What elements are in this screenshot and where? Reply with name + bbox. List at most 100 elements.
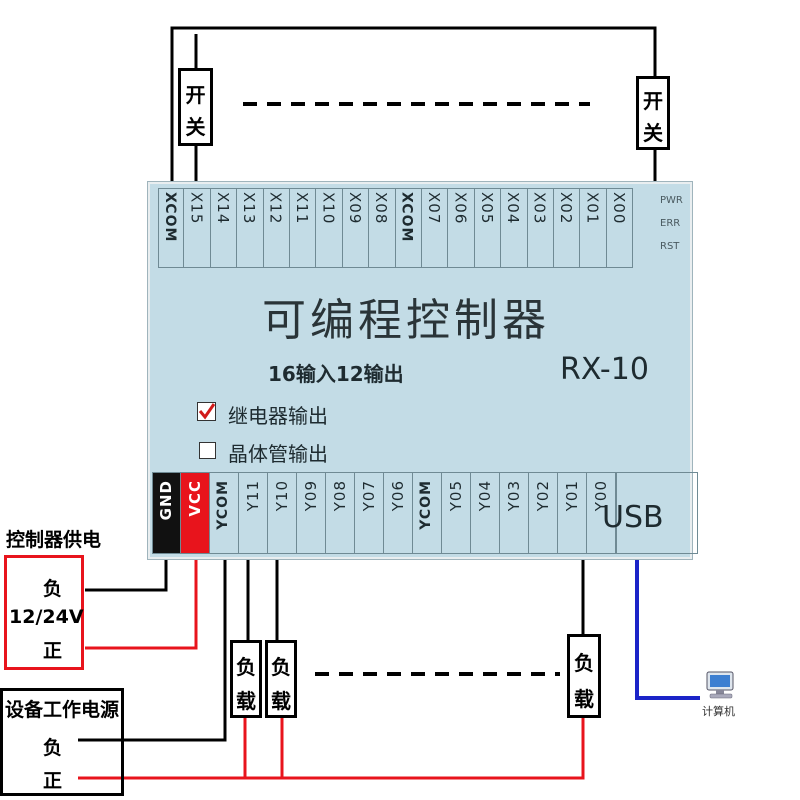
switch-left-char2: 关 <box>185 115 206 139</box>
bottom-terminal-label: Y03 <box>505 480 523 512</box>
top-terminal-label: X01 <box>583 192 602 225</box>
bottom-terminal-label: Y07 <box>360 480 378 512</box>
power-neg-label: 负 <box>43 578 63 600</box>
top-terminal: X01 <box>580 188 607 268</box>
bottom-terminal: Y07 <box>355 472 384 554</box>
bottom-terminal: GND <box>152 472 181 554</box>
top-terminal-label: X04 <box>504 192 523 225</box>
controller-power-box: 负 12/24V 正 <box>4 555 84 670</box>
bottom-terminal-label: Y06 <box>389 480 407 512</box>
plc-io-spec: 16输入12输出 <box>268 362 404 386</box>
wire-vcc <box>85 555 198 650</box>
plc-title: 可编程控制器 <box>262 295 550 346</box>
top-terminal: X12 <box>264 188 290 268</box>
top-terminal: X13 <box>237 188 264 268</box>
top-terminal-label: X11 <box>293 192 311 225</box>
computer-icon <box>704 670 736 700</box>
wire-device-pos <box>78 716 585 780</box>
top-terminal: X14 <box>211 188 238 268</box>
load-1-char1: 负 <box>236 655 256 679</box>
top-terminal-label: X09 <box>345 192 364 225</box>
bottom-terminal-label: Y09 <box>302 480 320 512</box>
bottom-terminal-label: Y11 <box>244 480 262 512</box>
top-terminal: X06 <box>448 188 475 268</box>
bottom-terminal-label: Y08 <box>331 480 349 512</box>
wire-switch-loop <box>170 26 657 192</box>
switch-right: 开 关 <box>636 76 670 150</box>
top-terminal-label: X02 <box>557 192 575 225</box>
top-terminal: XCOM <box>396 188 422 268</box>
top-terminal-label: X06 <box>451 192 470 225</box>
top-terminal: X07 <box>422 188 449 268</box>
top-terminal: X11 <box>290 188 317 268</box>
bottom-terminal: Y04 <box>471 472 500 554</box>
device-power-box: 设备工作电源 负 正 <box>0 688 124 796</box>
top-terminal-label: XCOM <box>162 192 178 243</box>
wire-usb <box>635 556 700 700</box>
top-terminal: X00 <box>607 188 634 268</box>
switch-right-char1: 开 <box>643 89 663 113</box>
switch-right-char2: 关 <box>643 121 663 145</box>
led-pwr-label: PWR <box>660 195 683 206</box>
top-terminal-label: X10 <box>319 192 338 225</box>
top-terminal: X10 <box>316 188 343 268</box>
top-terminal: X04 <box>501 188 528 268</box>
bottom-terminal: Y02 <box>529 472 558 554</box>
usb-label: USB <box>602 500 664 535</box>
bottom-terminal: Y01 <box>558 472 587 554</box>
bottom-terminal-label: Y04 <box>476 480 494 512</box>
load-2-char2: 载 <box>271 689 291 713</box>
top-terminal-label: X07 <box>425 192 443 225</box>
bottom-terminal-label: Y02 <box>534 480 552 512</box>
checkbox-empty-icon <box>199 442 216 459</box>
top-terminal: X05 <box>475 188 502 268</box>
bottom-terminal-label: Y10 <box>273 480 291 512</box>
wire-gnd <box>85 555 168 592</box>
power-heading: 控制器供电 <box>6 529 102 551</box>
switch-left-char1: 开 <box>185 83 206 107</box>
usb-port <box>616 472 698 554</box>
device-power-heading: 设备工作电源 <box>5 699 120 721</box>
load-3-char2: 载 <box>574 687 594 711</box>
option-relay-output: 继电器输出 <box>228 404 328 428</box>
top-terminal-label: XCOM <box>398 192 415 243</box>
load-1: 负 载 <box>230 640 262 718</box>
top-terminal-label: X14 <box>213 192 232 225</box>
top-terminal: X09 <box>343 188 370 268</box>
top-terminal: X03 <box>528 188 554 268</box>
top-terminal-label: X13 <box>240 192 259 225</box>
bottom-terminal: VCC <box>181 472 210 554</box>
bottom-terminal: Y11 <box>239 472 268 554</box>
load-3: 负 载 <box>567 634 601 718</box>
bottom-terminal: YCOM <box>210 472 239 554</box>
led-err-label: ERR <box>660 218 681 229</box>
top-terminal: XCOM <box>158 188 185 268</box>
top-terminal-label: X15 <box>187 192 206 225</box>
bottom-terminal-label: Y01 <box>563 480 581 512</box>
load-1-char2: 载 <box>236 689 256 713</box>
switch-left: 开 关 <box>178 68 213 146</box>
device-power-neg-label: 负 <box>43 737 63 759</box>
bottom-terminal-label: GND <box>157 480 175 521</box>
bottom-terminal: Y03 <box>500 472 529 554</box>
top-terminal-label: X12 <box>266 192 285 225</box>
bottom-terminal: Y06 <box>384 472 413 554</box>
power-pos-label: 正 <box>43 640 63 662</box>
top-terminal-label: X08 <box>372 192 391 225</box>
top-terminal: X02 <box>554 188 581 268</box>
load-2-char1: 负 <box>271 655 291 679</box>
top-terminal-label: X05 <box>477 192 496 225</box>
plc-model: RX-10 <box>560 352 649 387</box>
bottom-terminal-label: YCOM <box>418 480 434 530</box>
load-3-char1: 负 <box>574 651 594 675</box>
device-power-pos-label: 正 <box>43 770 63 792</box>
top-terminal-label: X00 <box>609 192 628 225</box>
checkbox-checked-icon <box>197 402 216 421</box>
led-rst-label: RST <box>660 241 680 252</box>
top-terminal: X15 <box>184 188 211 268</box>
bottom-terminal-label: Y05 <box>447 480 465 512</box>
bottom-terminal: Y09 <box>297 472 326 554</box>
bottom-terminal: Y05 <box>442 472 471 554</box>
